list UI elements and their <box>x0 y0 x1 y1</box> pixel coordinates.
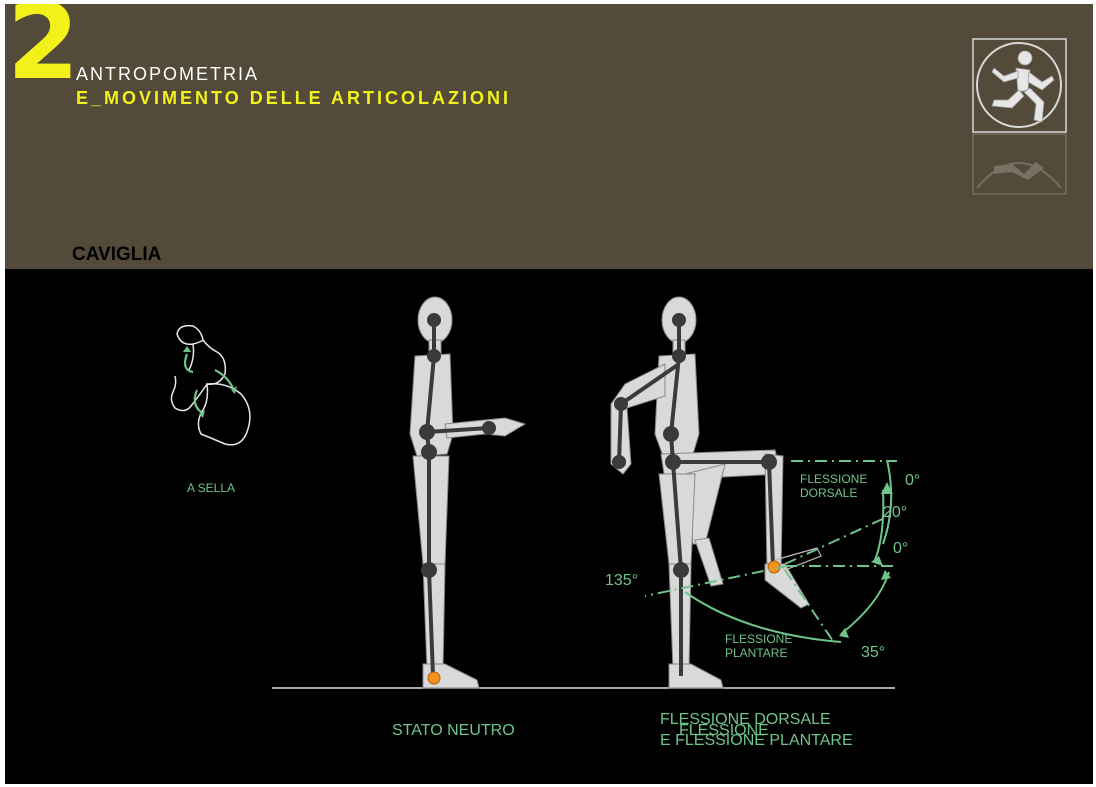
plantar-label-line2: PLANTARE <box>725 646 787 660</box>
angle-20: 20° <box>883 504 907 522</box>
plantar-flexion-label: FLESSIONE PLANTARE <box>725 632 792 660</box>
dorsal-label-line1: FLESSIONE <box>800 472 867 486</box>
slide: 2 ANTROPOMETRIA E_MOVIMENTO DELLE ARTICO… <box>5 4 1093 784</box>
dorsal-flexion-label: FLESSIONE DORSALE <box>800 472 867 500</box>
neutral-ankle-joint <box>428 672 440 684</box>
angle-0-top: 0° <box>905 472 920 490</box>
angle-135: 135° <box>605 572 638 590</box>
flexion-figure <box>611 297 809 688</box>
angle-0-mid: 0° <box>893 540 908 558</box>
caption-motion-line2: E FLESSIONE PLANTARE <box>660 731 853 750</box>
plantar-label-line1: FLESSIONE <box>725 632 792 646</box>
caption-neutral: STATO NEUTRO <box>392 721 515 740</box>
angle-35: 35° <box>861 644 885 662</box>
ankle-motion-diagram <box>5 4 1093 784</box>
dorsal-label-line2: DORSALE <box>800 486 857 500</box>
